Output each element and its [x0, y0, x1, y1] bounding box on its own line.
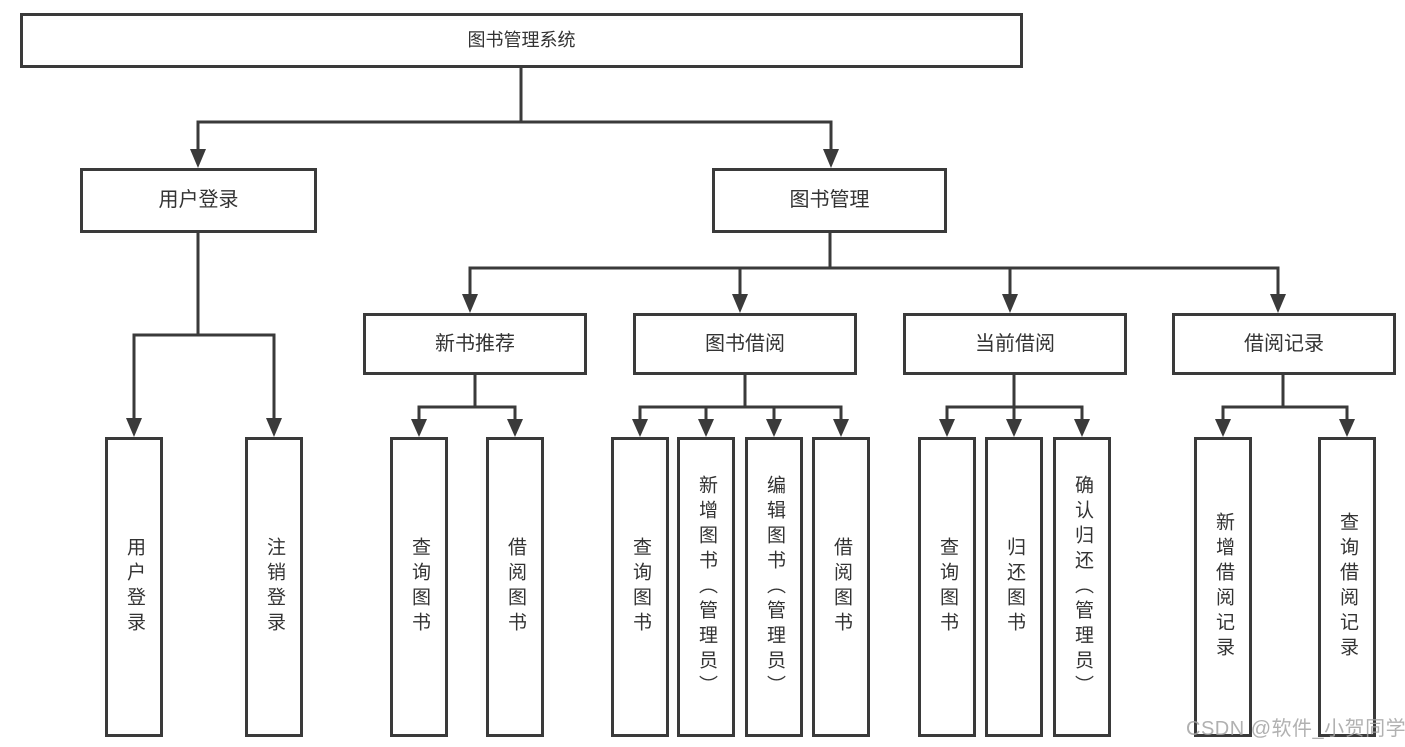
arrowhead-icon — [1002, 294, 1018, 313]
arrowhead-icon — [507, 419, 523, 437]
arrowhead-icon — [833, 419, 849, 437]
node-book-management: 图书管理 — [712, 168, 947, 233]
leaf-bb-add-books-admin: 新增图书（管理员） — [677, 437, 735, 737]
arrowhead-icon — [732, 294, 748, 313]
leaf-nb-borrow-books: 借阅图书 — [486, 437, 544, 737]
arrowhead-icon — [1074, 419, 1090, 437]
arrowhead-icon — [632, 419, 648, 437]
node-user-login: 用户登录 — [80, 168, 317, 233]
arrowhead-icon — [1006, 419, 1022, 437]
arrowhead-icon — [823, 149, 839, 168]
leaf-cb-confirm-return-admin: 确认归还（管理员） — [1053, 437, 1111, 737]
leaf-bb-query-books: 查询图书 — [611, 437, 669, 737]
node-new-book-recommend: 新书推荐 — [363, 313, 587, 375]
node-book-borrow: 图书借阅 — [633, 313, 857, 375]
leaf-user-login: 用户登录 — [105, 437, 163, 737]
arrowhead-icon — [190, 149, 206, 168]
leaf-cb-return-books: 归还图书 — [985, 437, 1043, 737]
leaf-bb-edit-books-admin: 编辑图书（管理员） — [745, 437, 803, 737]
leaf-logout: 注销登录 — [245, 437, 303, 737]
node-current-borrow: 当前借阅 — [903, 313, 1127, 375]
arrowhead-icon — [698, 419, 714, 437]
leaf-cb-query-books: 查询图书 — [918, 437, 976, 737]
watermark: CSDN @软件_小贺同学 — [1186, 718, 1405, 740]
arrowhead-icon — [266, 418, 282, 437]
arrowhead-icon — [939, 419, 955, 437]
node-borrow-records: 借阅记录 — [1172, 313, 1396, 375]
arrowhead-icon — [126, 418, 142, 437]
node-library-system: 图书管理系统 — [20, 13, 1023, 68]
arrowhead-icon — [411, 419, 427, 437]
leaf-br-add-record: 新增借阅记录 — [1194, 437, 1252, 737]
arrowhead-icon — [766, 419, 782, 437]
leaf-bb-borrow-books: 借阅图书 — [812, 437, 870, 737]
arrowhead-icon — [1270, 294, 1286, 313]
arrowhead-icon — [1339, 419, 1355, 437]
leaf-br-query-record: 查询借阅记录 — [1318, 437, 1376, 737]
arrowhead-icon — [1215, 419, 1231, 437]
arrowhead-icon — [462, 294, 478, 313]
leaf-nb-query-books: 查询图书 — [390, 437, 448, 737]
